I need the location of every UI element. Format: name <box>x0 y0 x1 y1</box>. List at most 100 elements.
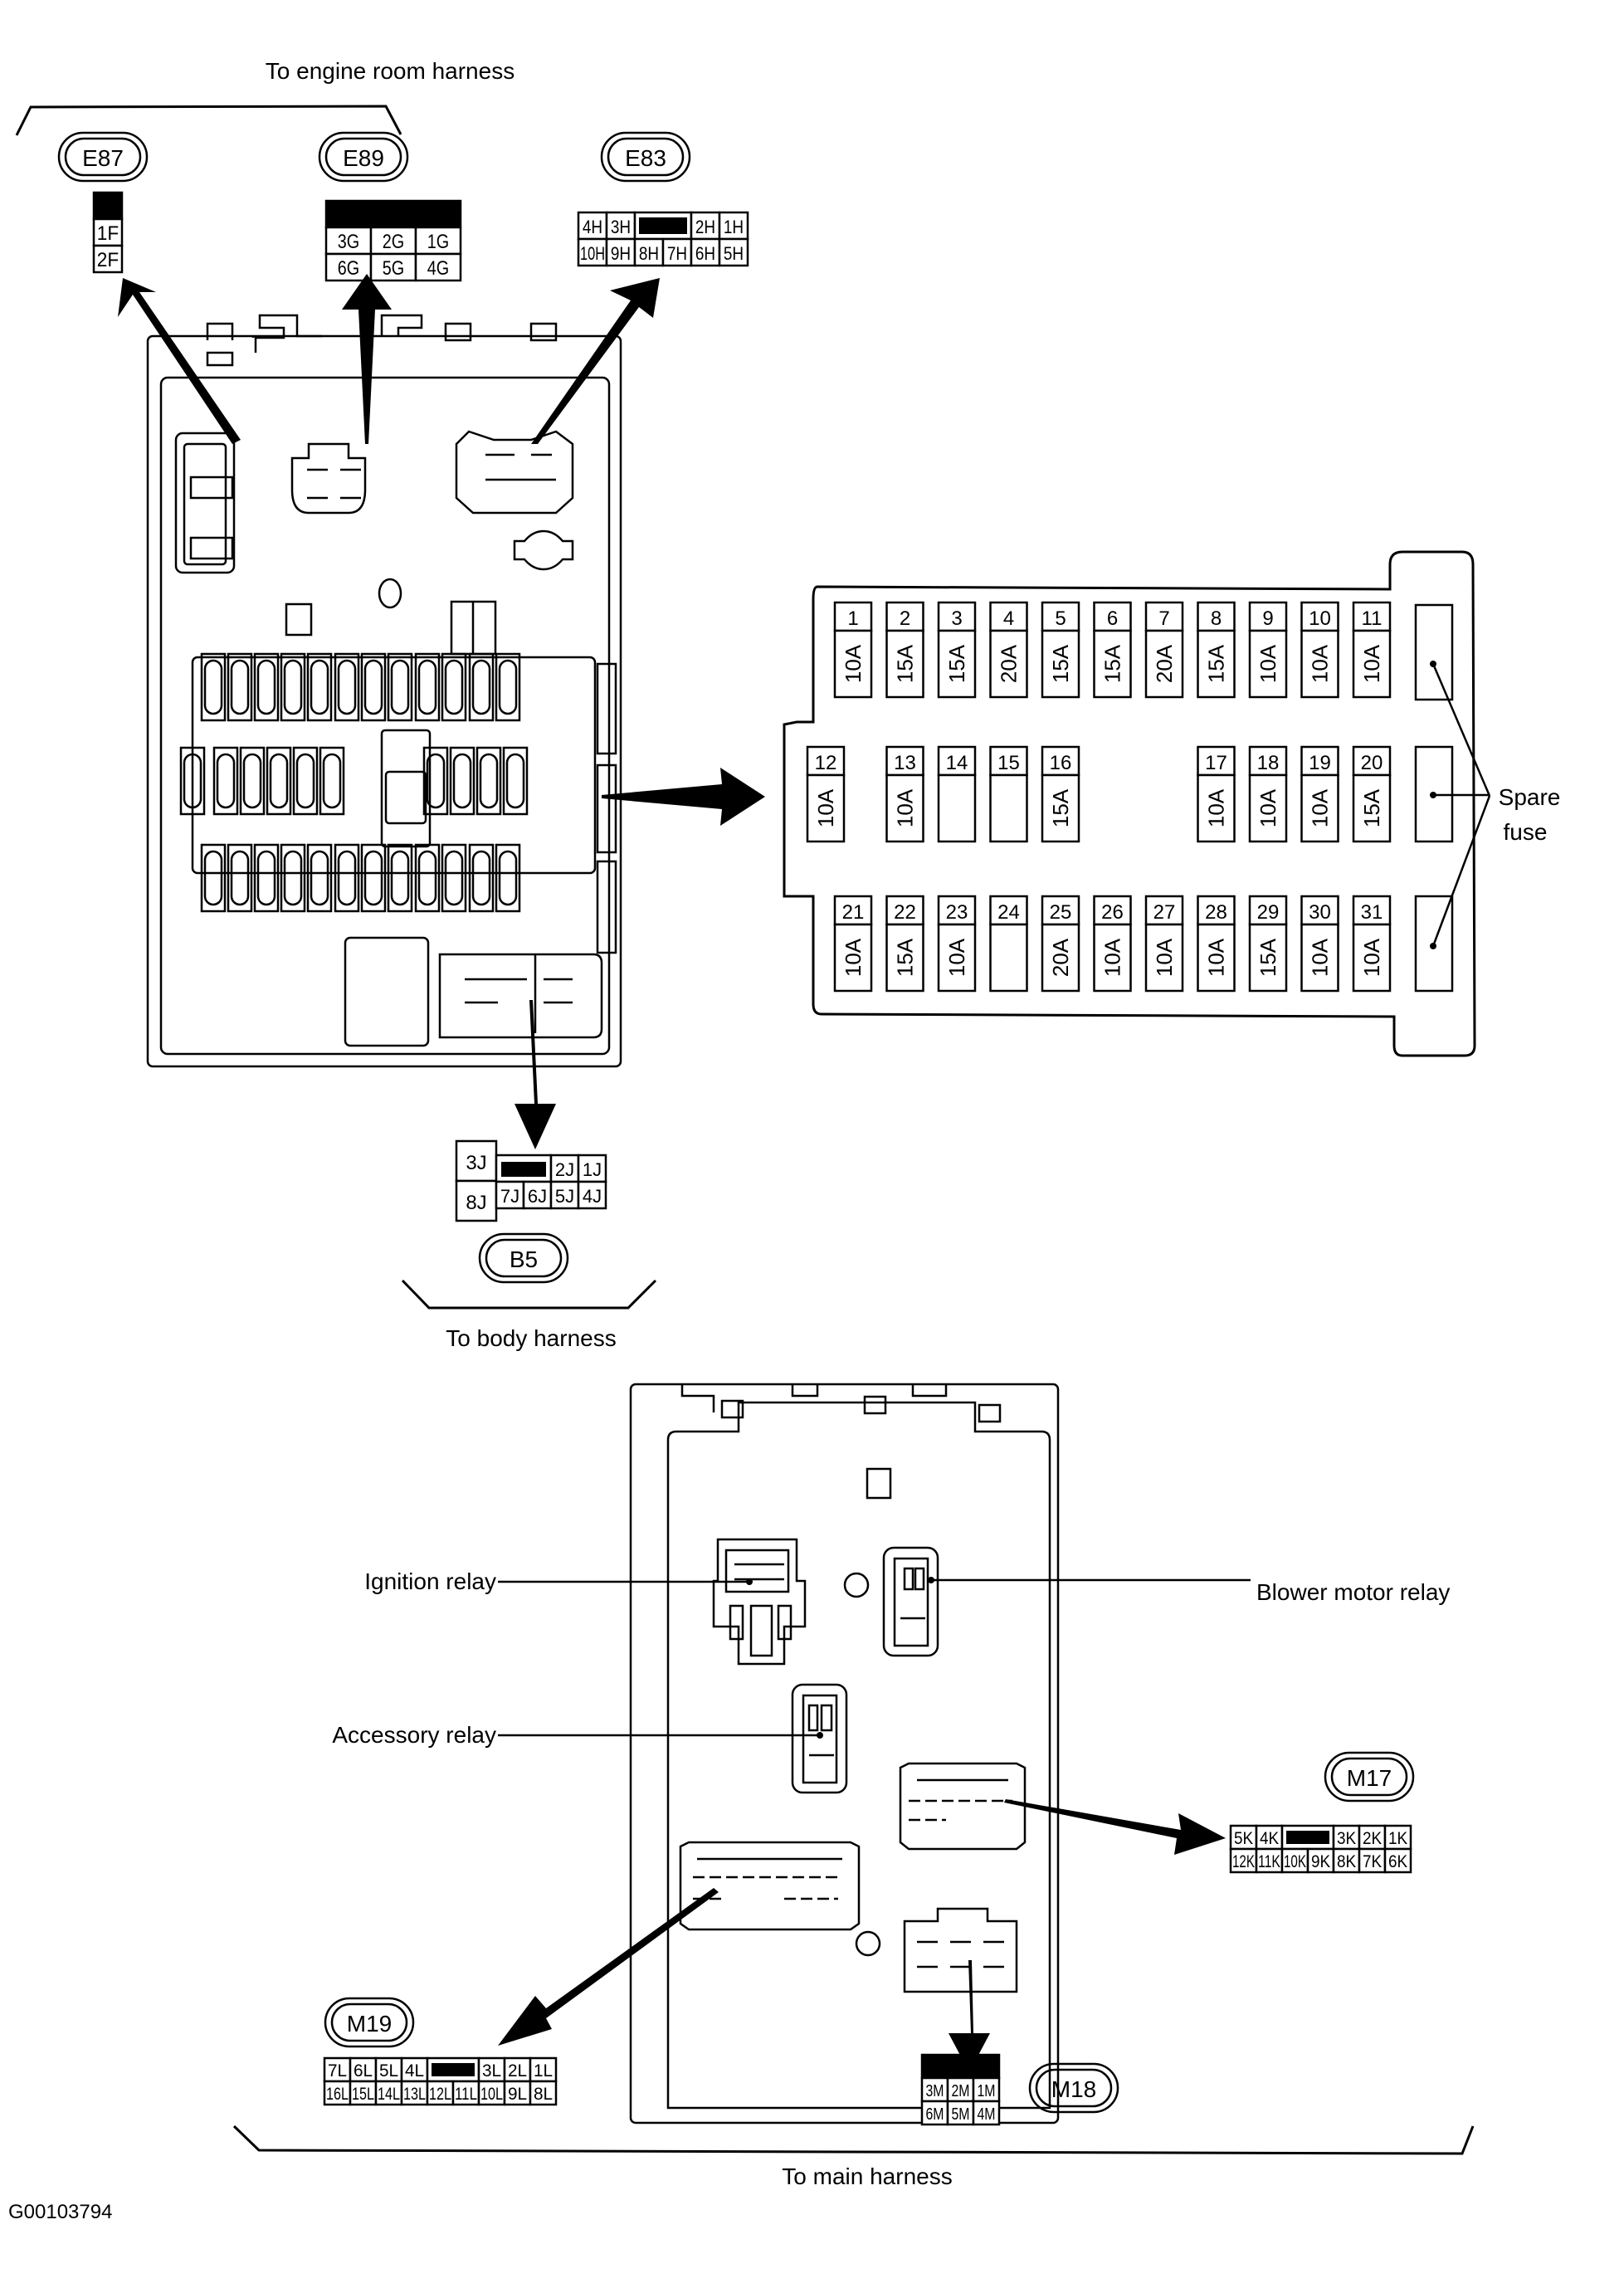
pin-label: 5K <box>1234 1829 1253 1848</box>
fuse-number: 2 <box>900 607 910 630</box>
fuse-number: 27 <box>1153 901 1176 924</box>
pin-label: 15L <box>352 2085 374 2104</box>
svg-text:E83: E83 <box>625 145 666 171</box>
pin-label: 2J <box>555 1159 574 1180</box>
mini-fuse <box>498 659 518 715</box>
fuse-rating: 20A <box>997 644 1022 683</box>
pin-label: 6H <box>695 243 715 264</box>
pin-cell-filled <box>501 1162 546 1177</box>
mini-fuse-socket <box>227 843 253 913</box>
svg-text:M19: M19 <box>347 2011 392 2037</box>
pin-label: 13L <box>403 2085 426 2104</box>
pin-label: 11K <box>1258 1852 1280 1871</box>
fuse-rating: 10A <box>841 938 866 977</box>
fuse-rating: 10A <box>1359 644 1384 683</box>
pin-label: 10K <box>1284 1852 1306 1871</box>
large-fuse-slot <box>596 763 617 854</box>
fuse-rating: 15A <box>1048 788 1073 827</box>
pin-label: 6J <box>528 1186 547 1207</box>
mini-fuse <box>471 659 491 715</box>
connector-badge-M17: M17 <box>1324 1751 1415 1802</box>
mini-fuse-socket <box>414 843 441 913</box>
pin-label: 7L <box>328 2061 347 2081</box>
pin-cell <box>400 2080 429 2106</box>
fuse-rating: 15A <box>893 938 918 977</box>
fuse-slot-14: 14 <box>937 745 977 843</box>
svg-text:B5: B5 <box>510 1246 538 1272</box>
mini-fuse-socket <box>475 746 502 816</box>
pin-cell <box>549 1154 580 1183</box>
fuse-rating: 10A <box>944 938 969 977</box>
pin-label: 4K <box>1260 1829 1279 1848</box>
fuse-number: 30 <box>1309 901 1331 924</box>
pin-cell <box>1383 1847 1412 1874</box>
pin-label: 12L <box>429 2085 451 2104</box>
svg-text:M18: M18 <box>1051 2076 1096 2102</box>
mini-fuse <box>230 659 250 715</box>
mini-fuse <box>283 850 303 906</box>
mini-fuse <box>426 753 446 809</box>
pin-label: 1L <box>534 2061 553 2081</box>
mini-fuse-socket <box>334 843 360 913</box>
pin-cell <box>577 1180 607 1210</box>
pin-cell <box>495 1180 525 1210</box>
mini-fuse-socket <box>468 652 495 722</box>
mini-fuse-socket <box>334 652 360 722</box>
pin-label: 7J <box>500 1186 519 1207</box>
mini-fuse-socket <box>280 843 306 913</box>
mini-fuse <box>363 850 383 906</box>
fuse-rating: 10A <box>1359 938 1384 977</box>
arrow-to-B5 <box>515 1000 556 1149</box>
mini-fuse-socket <box>360 843 387 913</box>
mini-fuse-socket <box>449 746 475 816</box>
fuse-slot-21: 21 10A <box>833 895 873 993</box>
pin-cell <box>718 211 749 241</box>
pin-label: 2F <box>97 249 119 271</box>
mini-fuse <box>417 659 437 715</box>
fuse-number: 29 <box>1257 901 1280 924</box>
mini-fuse-socket <box>441 652 467 722</box>
pin-label: 8L <box>534 2085 553 2104</box>
pin-label: 5J <box>555 1186 574 1207</box>
pin-label: 10L <box>480 2085 503 2104</box>
pin-label: 2M <box>952 2082 970 2100</box>
fuse-number: 26 <box>1101 901 1124 924</box>
pin-label: 3M <box>926 2082 944 2100</box>
pin-label: 12K <box>1232 1852 1255 1871</box>
fuse-rating: 10A <box>893 788 918 827</box>
pin-cell <box>920 2100 949 2126</box>
center-block <box>380 729 432 848</box>
main-harness-bracket <box>232 2124 1475 2155</box>
pin-label: 14L <box>378 2085 400 2104</box>
fuse-number: 5 <box>1055 607 1066 630</box>
fuse-number: 3 <box>951 607 962 630</box>
mini-fuse-socket <box>239 746 266 816</box>
mini-fuse-socket <box>280 652 306 722</box>
pin-cell <box>455 1179 498 1222</box>
mini-fuse <box>203 659 223 715</box>
fuse-rating: 10A <box>813 788 838 827</box>
fuse-number: 15 <box>997 752 1020 774</box>
fuse-number: 21 <box>842 901 865 924</box>
fuse-number: 17 <box>1205 752 1227 774</box>
fuse-rating: 10A <box>1308 644 1333 683</box>
fuse-rating: 15A <box>1100 644 1125 683</box>
pin-label: 3K <box>1337 1829 1356 1848</box>
mini-fuse <box>452 753 472 809</box>
pin-label: 8H <box>639 243 659 264</box>
mini-fuse-socket <box>179 746 206 816</box>
pin-cell-filled <box>94 193 122 219</box>
fuse-rating: 15A <box>893 644 918 683</box>
pin-cell-filled <box>326 201 461 227</box>
connector-badge-E83: E83 <box>600 131 691 183</box>
mini-fuse <box>216 753 236 809</box>
arrow-to-M18 <box>949 1960 990 2072</box>
pin-cell <box>92 244 124 274</box>
